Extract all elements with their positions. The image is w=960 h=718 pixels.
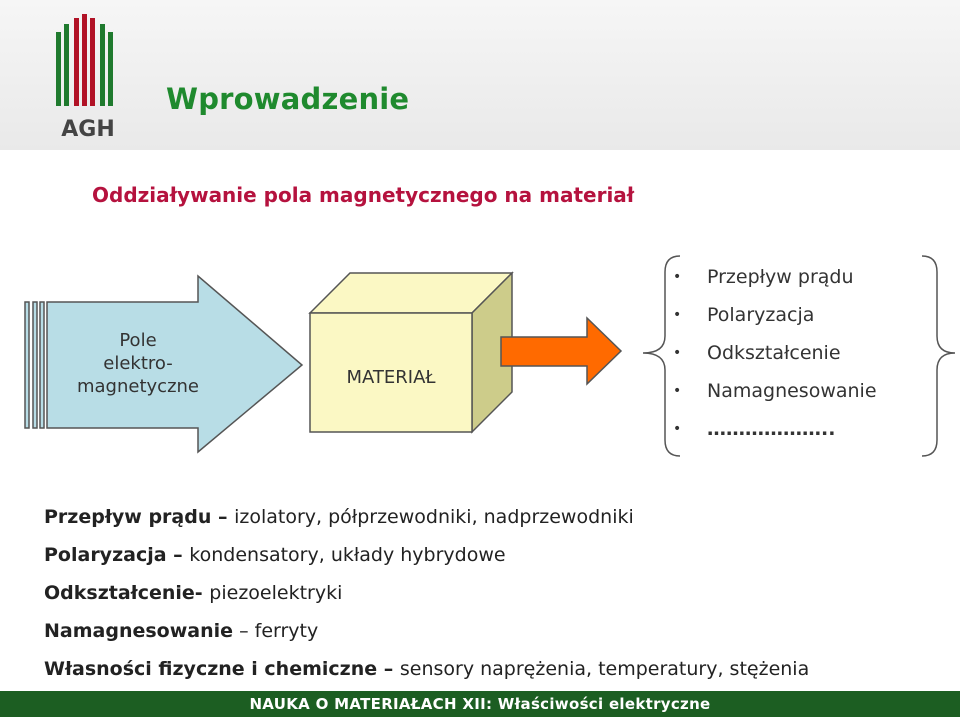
logo-text: AGH xyxy=(61,117,115,138)
page-title: Wprowadzenie xyxy=(166,82,409,116)
effect-label: Przepływ prądu xyxy=(707,266,854,288)
effect-item: • Odkształcenie xyxy=(673,338,877,376)
effect-label: Odkształcenie xyxy=(707,342,841,364)
detail-row: Odkształcenie- piezoelektryki xyxy=(44,579,809,617)
input-arrow-line2: elektro- xyxy=(103,353,172,374)
detail-row: Własności fizyczne i chemiczne – sensory… xyxy=(44,655,809,693)
input-arrow-line1: Pole xyxy=(119,330,156,351)
detail-desc: kondensatory, układy hybrydowe xyxy=(189,544,505,566)
detail-sep: – xyxy=(377,658,400,680)
effects-list: • Przepływ prądu • Polaryzacja • Odkształce… xyxy=(673,262,877,452)
header-band xyxy=(0,0,960,150)
output-arrow xyxy=(501,318,621,384)
detail-desc: piezoelektryki xyxy=(209,582,342,604)
detail-term: Polaryzacja xyxy=(44,544,167,566)
detail-sep: – xyxy=(211,506,234,528)
input-arrow-line3: magnetyczne xyxy=(77,376,199,397)
effect-item: • Namagnesowanie xyxy=(673,376,877,414)
footer-text: NAUKA O MATERIAŁACH XII: Właściwości ele… xyxy=(249,695,710,713)
effect-label: ……………….. xyxy=(707,418,835,440)
detail-sep: – xyxy=(167,544,190,566)
bullet-icon: • xyxy=(673,300,681,330)
detail-term: Przepływ prądu xyxy=(44,506,211,528)
detail-desc: ferryty xyxy=(255,620,319,642)
agh-logo: AGH xyxy=(44,14,134,138)
material-cube: MATERIAŁ xyxy=(310,273,512,432)
effect-item: • Polaryzacja xyxy=(673,300,877,338)
material-label: MATERIAŁ xyxy=(346,367,436,388)
input-arrow: Pole elektro- magnetyczne xyxy=(25,276,302,452)
detail-row: Namagnesowanie – ferryty xyxy=(44,617,809,655)
bullet-icon: • xyxy=(673,414,681,444)
detail-desc: sensory naprężenia, temperatury, stężeni… xyxy=(400,658,809,680)
bullet-icon: • xyxy=(673,262,681,292)
detail-desc: izolatory, półprzewodniki, nadprzewodnik… xyxy=(234,506,634,528)
detail-row: Polaryzacja – kondensatory, układy hybry… xyxy=(44,541,809,579)
bullet-icon: • xyxy=(673,338,681,368)
right-brace xyxy=(922,256,955,456)
detail-term: Namagnesowanie xyxy=(44,620,233,642)
detail-term: Odkształcenie- xyxy=(44,582,203,604)
bullet-icon: • xyxy=(673,376,681,406)
detail-row: Przepływ prądu – izolatory, półprzewodni… xyxy=(44,503,809,541)
footer-bar: NAUKA O MATERIAŁACH XII: Właściwości ele… xyxy=(0,691,960,717)
effect-item: • Przepływ prądu xyxy=(673,262,877,300)
details-list: Przepływ prądu – izolatory, półprzewodni… xyxy=(44,503,809,693)
detail-sep: – xyxy=(233,620,255,642)
effect-label: Polaryzacja xyxy=(707,304,814,326)
effect-label: Namagnesowanie xyxy=(707,380,877,402)
effect-item: • ……………….. xyxy=(673,414,877,452)
subtitle: Oddziaływanie pola magnetycznego na mate… xyxy=(92,183,634,207)
detail-term: Własności fizyczne i chemiczne xyxy=(44,658,377,680)
